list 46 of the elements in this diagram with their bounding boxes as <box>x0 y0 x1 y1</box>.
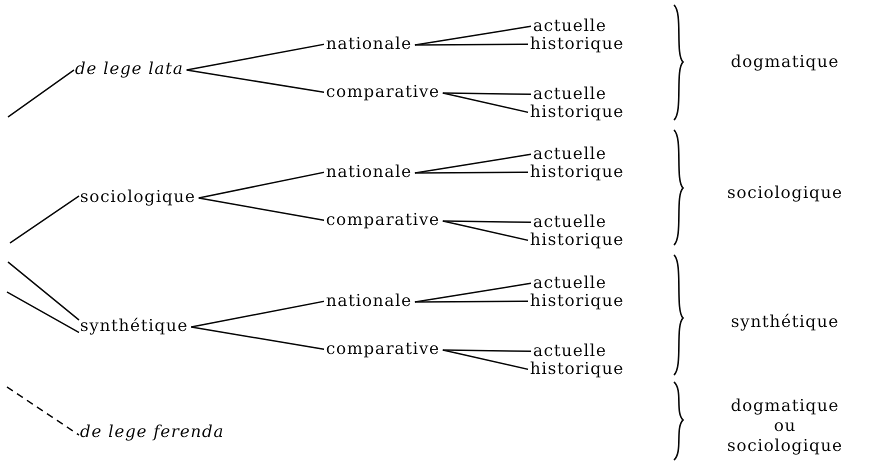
branch-label: actuelle <box>533 212 607 231</box>
branch-label: comparative <box>326 210 440 229</box>
branch-label: historique <box>530 359 624 378</box>
branch-label: de lege ferenda <box>80 422 224 441</box>
branch-label: historique <box>530 162 624 181</box>
branch-label: nationale <box>326 291 412 310</box>
branch-label: historique <box>530 34 624 53</box>
branch-line <box>442 92 528 114</box>
branch-line <box>442 92 532 96</box>
branch-line <box>6 291 80 334</box>
branch-label: comparative <box>326 82 440 101</box>
branch-label: historique <box>530 291 624 310</box>
category-label: dogmatique <box>730 52 840 72</box>
branch-line <box>198 172 324 199</box>
branch-line <box>442 349 532 352</box>
branch-line <box>8 261 80 321</box>
branch-label: actuelle <box>533 16 607 35</box>
branch-line <box>6 386 80 436</box>
branch-line <box>186 69 324 94</box>
category-label: synthétique <box>730 312 840 332</box>
branch-label: sociologique <box>80 187 196 206</box>
branch-label: actuelle <box>533 341 607 360</box>
branch-line <box>414 44 528 46</box>
branch-label: comparative <box>326 339 440 358</box>
branch-line <box>191 326 324 350</box>
branch-label: synthétique <box>80 316 188 335</box>
branch-label: actuelle <box>533 273 607 292</box>
branch-line <box>442 220 528 242</box>
branch-line <box>442 220 532 224</box>
branch-line <box>414 300 528 303</box>
branch-label: de lege lata <box>75 59 184 78</box>
branch-line <box>414 172 528 174</box>
branch-label: nationale <box>326 162 412 181</box>
category-label: sociologique <box>727 183 843 203</box>
branch-line <box>442 349 528 370</box>
branch-line <box>191 300 324 328</box>
branch-label: historique <box>530 102 624 121</box>
branch-line <box>8 69 74 118</box>
branch-label: historique <box>530 230 624 249</box>
branch-line <box>10 195 80 244</box>
branch-label: actuelle <box>533 84 607 103</box>
category-label: dogmatique ou sociologique <box>727 396 843 456</box>
branch-label: actuelle <box>533 144 607 163</box>
branch-label: nationale <box>326 34 412 53</box>
branch-line <box>186 44 324 71</box>
branch-line <box>198 197 324 222</box>
